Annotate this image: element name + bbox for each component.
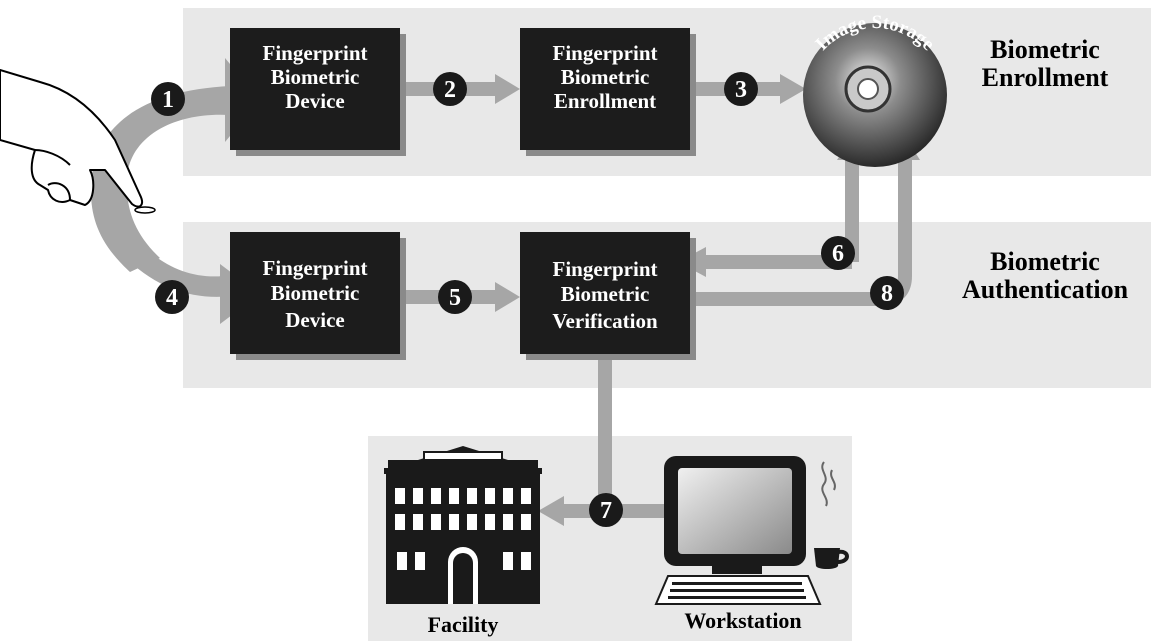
box-line: Biometric (561, 65, 650, 89)
disc-storage-icon: Image Storage (803, 12, 947, 167)
box-line: Biometric (271, 65, 360, 89)
building-icon (384, 446, 542, 604)
pointing-hand-icon (0, 69, 156, 214)
step-badge-8: 8 (870, 276, 904, 310)
box-enroll-device: Fingerprint Biometric Device (230, 28, 406, 156)
coffee-cup-icon (814, 461, 849, 569)
svg-text:2: 2 (444, 77, 456, 103)
computer-icon (654, 456, 822, 605)
authentication-title-line2: Authentication (962, 275, 1129, 304)
step-badge-2: 2 (433, 72, 467, 106)
enrollment-title-line2: Enrollment (982, 63, 1109, 92)
box-line: Biometric (271, 281, 360, 305)
step-badge-4: 4 (155, 280, 189, 314)
box-line: Fingerprint (553, 257, 658, 281)
box-line: Biometric (561, 282, 650, 306)
box-line: Fingerprint (263, 41, 368, 65)
workstation-label: Workstation (684, 608, 801, 633)
box-line: Fingerprint (263, 256, 368, 280)
facility-label: Facility (428, 612, 499, 637)
box-line: Device (285, 308, 344, 332)
step-badge-3: 3 (724, 72, 758, 106)
enrollment-title-line1: Biometric (990, 35, 1100, 64)
step-badge-6: 6 (821, 236, 855, 270)
step-badge-5: 5 (438, 280, 472, 314)
box-line: Enrollment (554, 89, 656, 113)
svg-text:1: 1 (162, 87, 174, 113)
box-line: Device (285, 89, 344, 113)
box-line: Verification (552, 309, 658, 333)
box-enroll-process: Fingerprint Biometric Enrollment (520, 28, 696, 156)
box-auth-verify: Fingerprint Biometric Verification (520, 232, 696, 360)
box-auth-device: Fingerprint Biometric Device (230, 232, 406, 360)
svg-text:6: 6 (832, 241, 844, 267)
box-line: Fingerprint (553, 41, 658, 65)
svg-text:7: 7 (600, 498, 612, 524)
svg-text:8: 8 (881, 281, 893, 307)
svg-text:5: 5 (449, 285, 461, 311)
step-badge-1: 1 (151, 82, 185, 116)
svg-text:3: 3 (735, 77, 747, 103)
step-badge-7: 7 (589, 493, 623, 527)
authentication-title-line1: Biometric (990, 247, 1100, 276)
svg-text:4: 4 (166, 285, 178, 311)
